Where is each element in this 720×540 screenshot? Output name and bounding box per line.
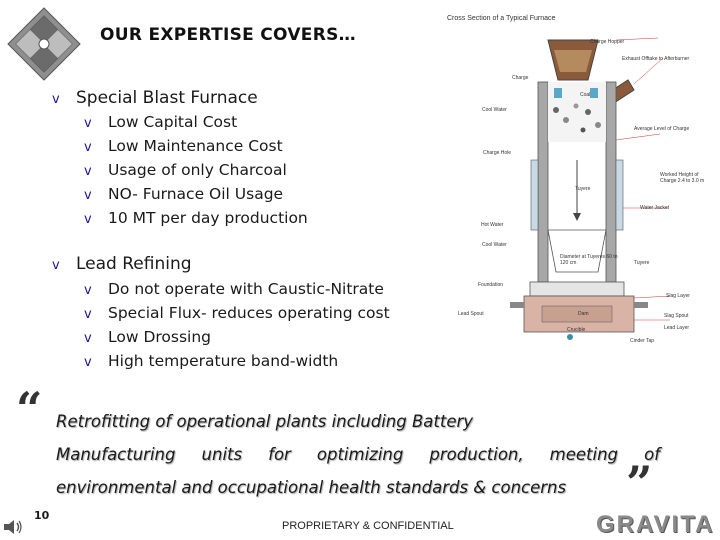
retrofit-line-2: Manufacturing units for optimizing produ… (56, 445, 660, 464)
label-slag-layer: Slag Layer (666, 293, 690, 299)
label-diameter: Diameter at Tuyeres 60 to 120 cm (560, 254, 618, 266)
label-cool-water: Cool Water (482, 107, 507, 113)
retrofit-line-3: environmental and occupational health st… (56, 478, 567, 497)
section-lead-refining: v Lead Refining (52, 254, 192, 274)
page-title: OUR EXPERTISE COVERS… (100, 25, 356, 45)
bullet-icon: v (84, 212, 92, 227)
section-heading: Special Blast Furnace (76, 88, 258, 108)
furnace-diagram-title: Cross Section of a Typical Furnace (447, 15, 556, 22)
page-number: 10 (34, 509, 50, 522)
open-quote-mark: “ (16, 382, 43, 436)
section-special-blast-furnace: v Special Blast Furnace (52, 88, 258, 108)
bullet-icon: v (84, 116, 92, 131)
label-exhaust: Exhaust Offtake to Afterburner (622, 56, 690, 62)
label-lead-spout: Lead Spout (458, 311, 484, 317)
bullet-icon: v (52, 258, 60, 273)
label-water-jacket: Water Jacket (640, 205, 669, 211)
label-coal: Coal (580, 92, 591, 98)
label-lead-layer: Lead Layer (664, 325, 690, 331)
label-foundation: Foundation (478, 282, 504, 288)
bullet-icon: v (84, 164, 92, 179)
label-charge-hole: Charge Hole (483, 150, 512, 156)
label-tuyere-lower: Tuyere (634, 260, 650, 266)
retrofit-line-1: Retrofitting of operational plants inclu… (56, 412, 474, 431)
label-charge-hopper: Charge Hopper (590, 39, 625, 45)
company-logo (7, 7, 81, 81)
furnace-diagram (510, 37, 671, 340)
label-cool-water-lower: Cool Water (482, 242, 507, 248)
footer-confidential: PROPRIETARY & CONFIDENTIAL (282, 520, 454, 532)
label-cinder-tap: Cinder Tap (630, 338, 655, 344)
label-charge: Charge (512, 75, 529, 81)
label-tuyere: Tuyere (575, 186, 591, 192)
retrofitting-statement: Retrofitting of operational plants inclu… (56, 405, 660, 504)
bullet-icon: v (52, 92, 60, 107)
label-average-level: Average Level of Charge (634, 126, 690, 132)
close-quote-mark: ” (626, 456, 653, 510)
label-hot-water: Hot Water (481, 222, 504, 228)
label-crucible: Crucible (567, 327, 586, 333)
bullet-icon: v (84, 188, 92, 203)
speaker-icon[interactable] (2, 518, 24, 536)
brand-logo-text: GRAVITA (596, 511, 715, 538)
label-dam: Dam (578, 311, 589, 317)
bullet-icon: v (84, 307, 92, 322)
bullet-icon: v (84, 355, 92, 370)
section-heading: Lead Refining (76, 254, 192, 274)
bullet-icon: v (84, 140, 92, 155)
bullet-icon: v (84, 283, 92, 298)
bullet-icon: v (84, 331, 92, 346)
label-working-height: Worked Height of Charge 2.4 to 3.0 m (660, 172, 705, 184)
label-slag-spout: Slag Spout (664, 313, 689, 319)
